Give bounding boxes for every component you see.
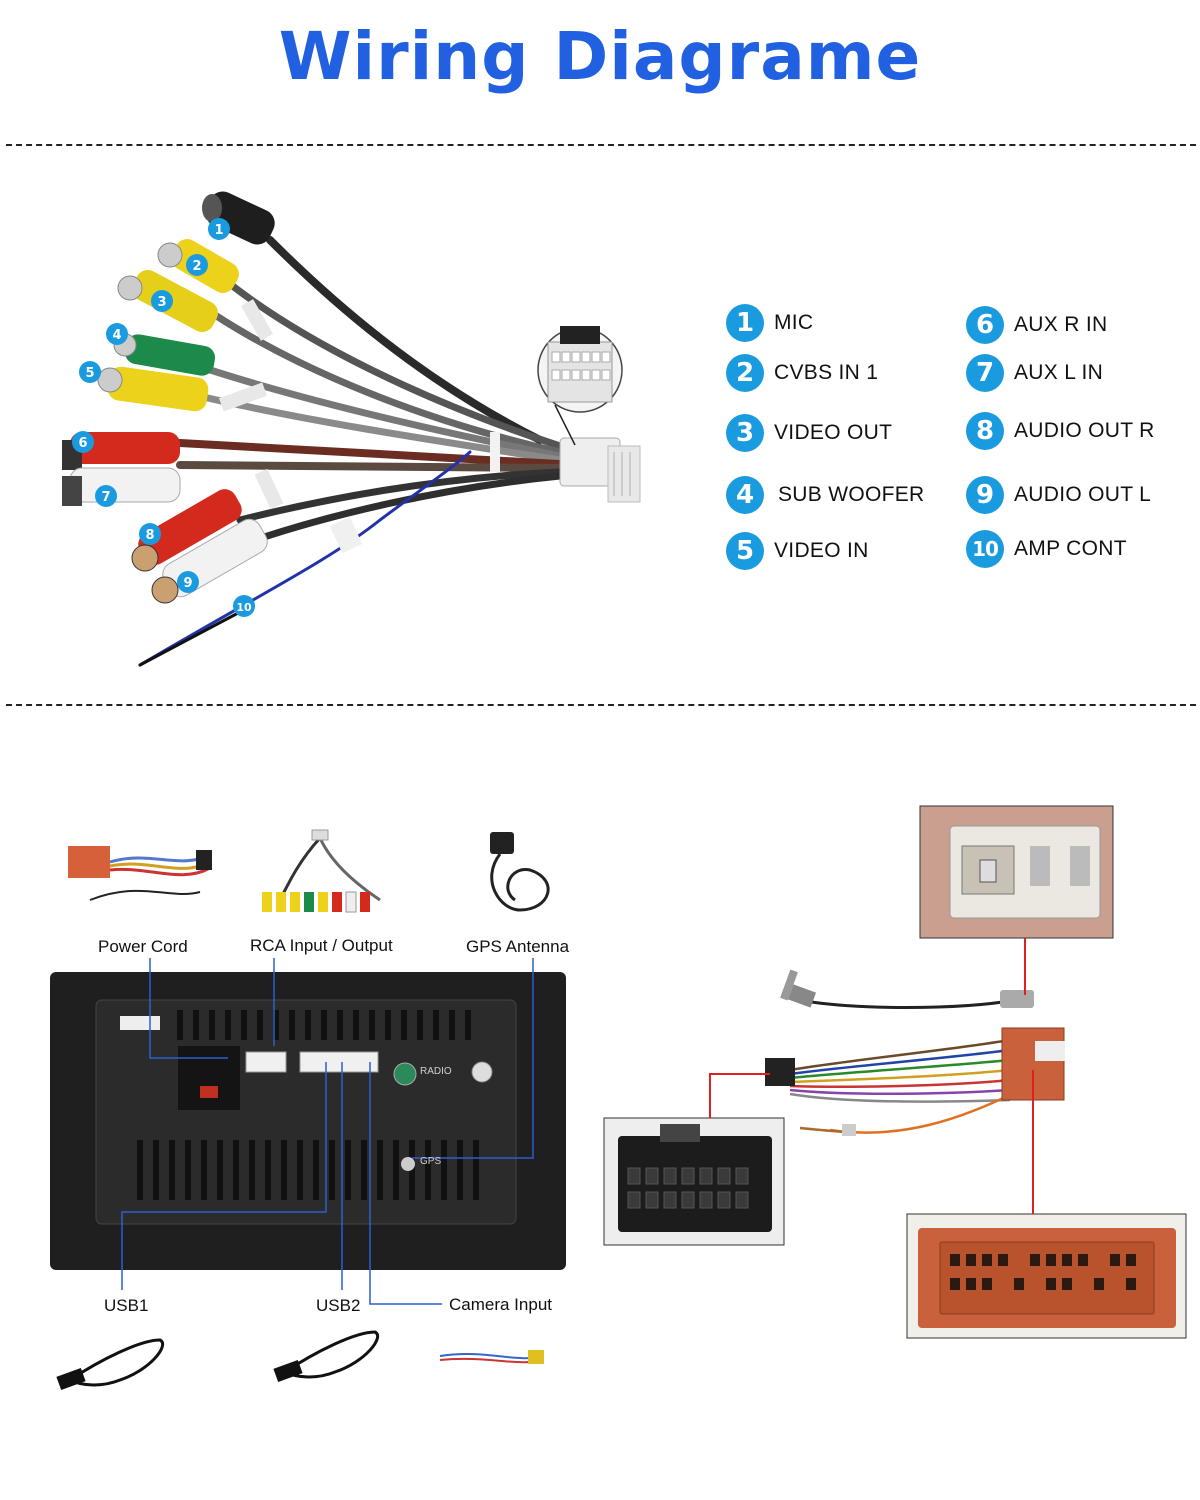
rca-cable-thumbnail: [262, 829, 381, 913]
label-rca-input-output: RCA Input / Output: [250, 936, 393, 955]
legend-item-audio-out-l: 9 AUDIO OUT L: [966, 476, 1151, 514]
label-usb1: USB1: [104, 1296, 149, 1315]
badge-6: [72, 431, 94, 453]
legend-item-sub-woofer: 4 SUB WOOFER: [726, 476, 925, 514]
usb1-cable: [69, 1338, 164, 1387]
svg-text:4: 4: [112, 328, 121, 343]
badge-number: 1: [726, 304, 764, 342]
pinout-legend: 1 MIC 2 CVBS IN 1 3 VIDEO OUT 4 SUB WOOF…: [726, 302, 1166, 582]
svg-text:9: 9: [183, 576, 192, 591]
svg-text:8: 8: [145, 528, 154, 543]
legend-label: CVBS IN 1: [774, 361, 879, 384]
label-camera-input: Camera Input: [449, 1295, 552, 1314]
label-gps-port: GPS: [420, 1156, 442, 1167]
badge-4: [106, 323, 128, 345]
page-title: Wiring Diagrame: [278, 18, 922, 95]
svg-text:1: 1: [214, 223, 223, 238]
legend-label: SUB WOOFER: [778, 483, 925, 506]
badge-number: 10: [966, 530, 1004, 568]
badge-7: [95, 485, 117, 507]
legend-item-aux-r-in: 6 AUX R IN: [966, 306, 1107, 344]
legend-label: VIDEO IN: [774, 539, 869, 562]
svg-text:5: 5: [85, 366, 94, 381]
legend-label: AMP CONT: [1014, 537, 1127, 560]
badge-number: 3: [726, 414, 764, 452]
power-cord-thumbnail: [68, 846, 212, 901]
svg-text:3: 3: [157, 295, 166, 310]
badge-2: [186, 254, 208, 276]
badge-number: 4: [726, 476, 764, 514]
legend-label: AUDIO OUT L: [1014, 483, 1152, 506]
legend-label: AUDIO OUT R: [1014, 419, 1155, 442]
legend-label: MIC: [774, 311, 814, 334]
legend-label: VIDEO OUT: [774, 421, 893, 444]
svg-text:2: 2: [192, 259, 201, 274]
legend-label: AUX R IN: [1014, 313, 1108, 336]
label-usb2: USB2: [316, 1296, 361, 1315]
badge-5: [79, 361, 101, 383]
legend-item-video-in: 5 VIDEO IN: [726, 532, 869, 570]
camera-cable: [439, 1350, 544, 1364]
legend-item-mic: 1 MIC: [726, 304, 813, 342]
badge-number: 2: [726, 354, 764, 392]
section-divider: [6, 704, 1196, 706]
label-gps-antenna: GPS Antenna: [466, 937, 570, 956]
legend-item-video-out: 3 VIDEO OUT: [726, 414, 892, 452]
label-power-cord: Power Cord: [98, 937, 188, 956]
badge-9: [177, 571, 199, 593]
usb2-cable: [284, 1330, 379, 1379]
legend-item-cvbs-in-1: 2 CVBS IN 1: [726, 354, 878, 392]
legend-item-audio-out-r: 8 AUDIO OUT R: [966, 412, 1155, 450]
badge-1: [208, 218, 230, 240]
gps-antenna-thumbnail: [490, 832, 550, 912]
badge-number: 9: [966, 476, 1004, 514]
legend-item-aux-l-in: 7 AUX L IN: [966, 354, 1103, 392]
legend-item-amp-cont: 10 AMP CONT: [966, 530, 1127, 568]
badge-number: 7: [966, 354, 1004, 392]
badge-number: 6: [966, 306, 1004, 344]
badge-number: 8: [966, 412, 1004, 450]
badge-8: [139, 523, 161, 545]
badge-3: [151, 290, 173, 312]
svg-text:10: 10: [236, 601, 252, 614]
badge-number: 5: [726, 532, 764, 570]
legend-label: AUX L IN: [1014, 361, 1104, 384]
section-divider: [6, 144, 1196, 146]
svg-text:6: 6: [78, 436, 87, 451]
badge-10: [233, 595, 255, 617]
label-radio-port: RADIO: [420, 1066, 452, 1077]
svg-text:7: 7: [101, 490, 110, 505]
